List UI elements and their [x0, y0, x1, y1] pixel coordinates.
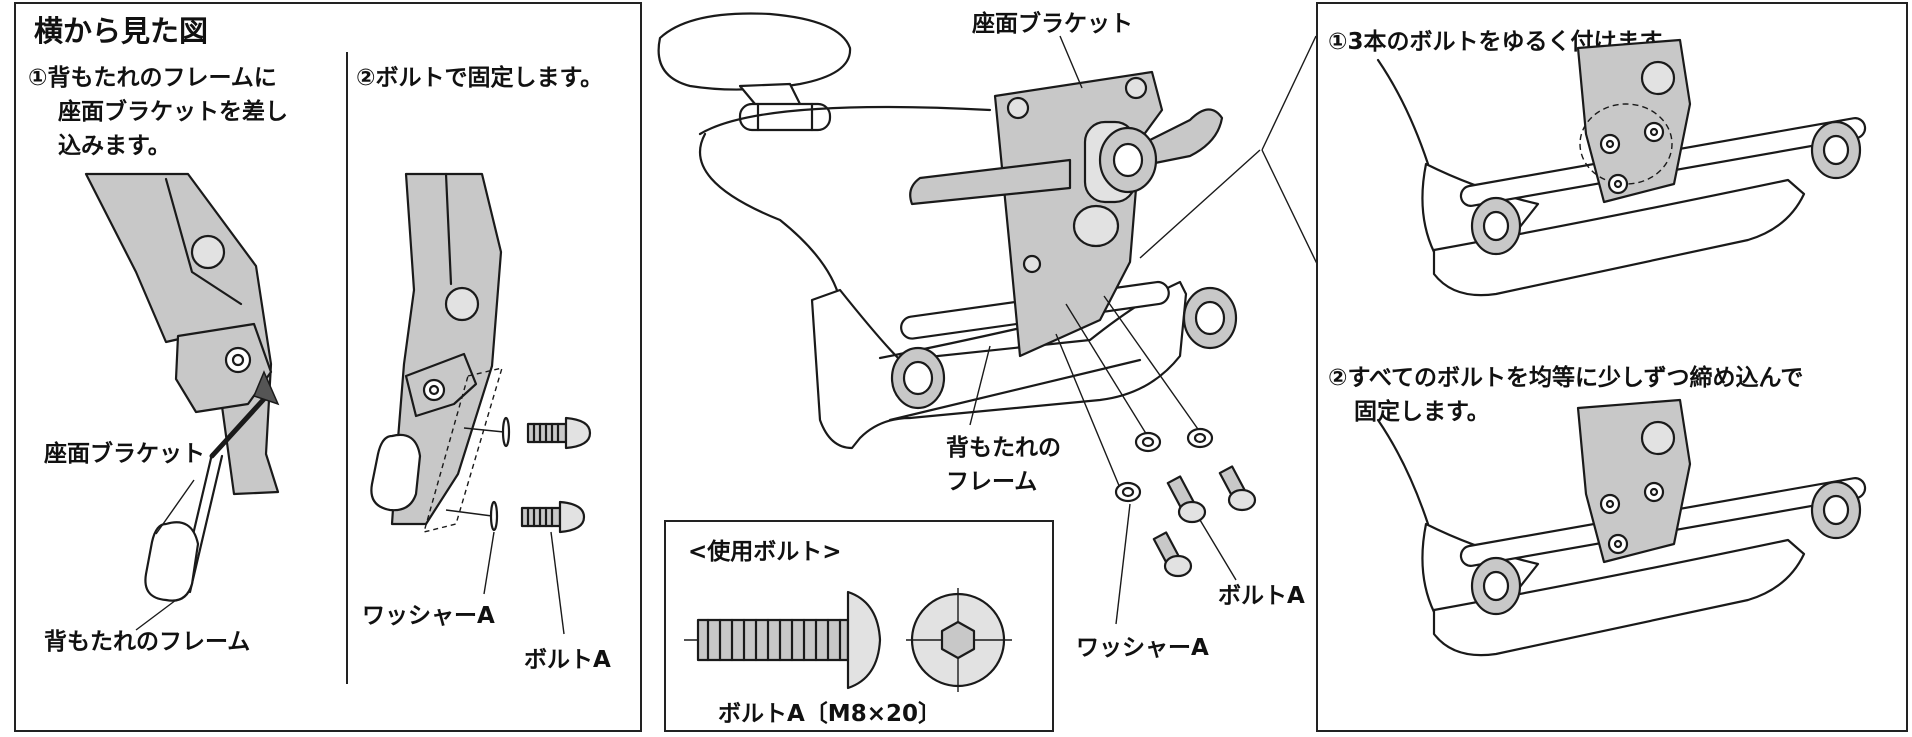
bracket-bolt	[224, 346, 252, 374]
main-washer-3	[1114, 481, 1142, 503]
side-label-bolt: ボルトA	[524, 647, 611, 673]
detail1-dashed-circle	[1579, 103, 1673, 185]
detail1-knob-right	[1810, 120, 1862, 180]
detail1-bolt-b	[1643, 121, 1665, 143]
bolt-lower	[520, 500, 586, 534]
main-washer-2	[1186, 427, 1214, 449]
detail2-bolt-c	[1607, 533, 1629, 555]
side-view-panel: 横から見た図 ①背もたれのフレームに 座面ブラケットを差し 込みます。 ②ボルト…	[14, 2, 642, 732]
side-view-title: 横から見た図	[34, 14, 209, 48]
seat-bracket-shape	[174, 322, 273, 414]
main-washer-1	[1134, 431, 1162, 453]
detail1-bolt-a	[1599, 133, 1621, 155]
detail-step2-line1: ②すべてのボルトを均等に少しずつ締め込んで	[1328, 365, 1804, 391]
insert-arrow-icon	[252, 370, 280, 406]
main-label-frame-2: フレーム	[946, 469, 1038, 495]
step-divider	[346, 52, 348, 684]
bracket-arm-right	[1148, 108, 1224, 166]
side-label-washer: ワッシャーA	[362, 603, 495, 629]
frame-knob-left	[890, 346, 946, 410]
main-bolt-1	[1166, 475, 1207, 524]
main-bolt-2	[1218, 465, 1257, 512]
frame-hole	[190, 234, 226, 270]
bolt-spec-title: <使用ボルト>	[688, 539, 842, 565]
detail2-bolt-a	[1599, 493, 1621, 515]
side-label-frame: 背もたれのフレーム	[44, 629, 251, 655]
detail2-knob-right	[1810, 480, 1862, 540]
bolt-upper	[526, 416, 592, 450]
detail-illustration	[1376, 38, 1867, 657]
main-label-bracket: 座面ブラケット	[972, 11, 1133, 37]
main-label-washer: ワッシャーA	[1076, 635, 1209, 661]
detail1-frame-arc	[1432, 178, 1806, 297]
step1-line3: 込みます。	[58, 133, 171, 159]
main-label-frame-1: 背もたれの	[946, 435, 1061, 461]
detail1-bolt-c	[1607, 173, 1629, 195]
seat-cushion	[657, 12, 852, 91]
detail2-frame-arc	[1432, 538, 1806, 657]
bracket-arm-left	[909, 158, 1072, 206]
bolt-thread	[696, 618, 850, 662]
detail-panel: ①3本のボルトをゆるく付けます。 ②すべてのボルトを均等に少しずつ締め込んで 固…	[1316, 2, 1908, 732]
step1-line1: ①背もたれのフレームに	[28, 65, 277, 91]
backrest-frame-shape	[84, 172, 280, 496]
step2-text: ②ボルトで固定します。	[356, 65, 604, 91]
detail1-knob-left	[1470, 196, 1522, 256]
bolt-spec-box: <使用ボルト> ボルトA〔M8×20〕	[664, 520, 1054, 732]
main-label-bolt: ボルトA	[1218, 583, 1305, 609]
detail2-knob-left	[1470, 556, 1522, 616]
main-bolt-3	[1152, 531, 1193, 578]
bolt-spec-caption: ボルトA〔M8×20〕	[718, 701, 941, 727]
seat-bar-end	[144, 521, 200, 602]
detail2-bolt-b	[1643, 481, 1665, 503]
detail-step2-line2: 固定します。	[1354, 399, 1490, 425]
hex-socket-icon	[940, 620, 976, 660]
side-label-bracket: 座面ブラケット	[44, 441, 205, 467]
bolt-spec-illustration	[684, 588, 1012, 692]
step1-line2: 座面ブラケットを差し	[58, 99, 288, 125]
frame-knob-right	[1182, 286, 1238, 350]
side-view-illustration	[84, 172, 592, 635]
bolt-head	[846, 590, 882, 690]
